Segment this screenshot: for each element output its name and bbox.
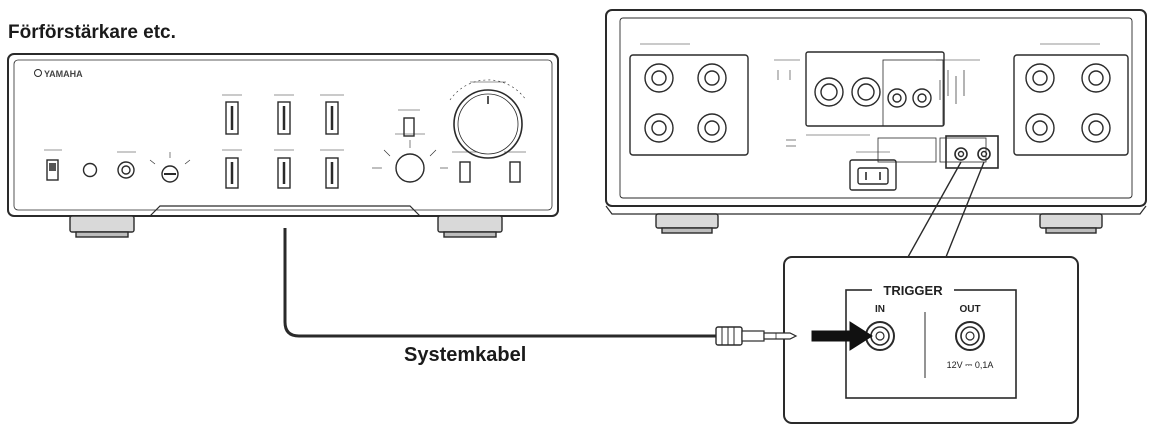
tone-slider-2 — [274, 94, 294, 135]
tone-slider-6 — [320, 149, 344, 189]
brand-logo-icon — [34, 69, 42, 77]
brand-logo-text: YAMAHA — [44, 69, 83, 79]
insert-arrow-icon — [811, 321, 873, 351]
audio-mute-switch — [459, 161, 471, 183]
input-section — [774, 51, 945, 136]
preamp-title: Förförstärkare etc. — [8, 22, 176, 43]
mode-switch — [403, 117, 415, 137]
preamp-foot-left — [69, 215, 135, 238]
speaker-switch — [509, 161, 521, 183]
power-amplifier-rear — [605, 9, 1147, 234]
trigger-out-label: OUT — [959, 304, 980, 315]
trigger-spec-label: 12V ⎓ 0,1A — [947, 360, 994, 370]
selector-knob-small — [149, 152, 191, 183]
trigger-in-label: IN — [875, 304, 885, 315]
tone-slider-5 — [274, 149, 294, 189]
tone-slider-4 — [222, 149, 242, 189]
rear-trigger-jacks — [945, 135, 999, 169]
callout-line-right — [945, 161, 985, 258]
cable-label: Systemkabel — [404, 344, 527, 366]
standby-indicator — [82, 162, 98, 178]
input-selector-knob — [372, 133, 448, 183]
system-cable — [283, 228, 798, 346]
ac-inlet — [849, 151, 897, 191]
tone-slider-1 — [222, 94, 242, 135]
preamp-foot-right — [437, 215, 503, 238]
headphone-jack — [117, 161, 135, 179]
tone-slider-3 — [320, 94, 344, 135]
trigger-out-jack: OUT 12V ⎓ 0,1A — [947, 304, 994, 370]
speaker-terminals-left — [629, 43, 749, 156]
callout-line-left — [907, 161, 962, 258]
poweramp-foot-right — [1039, 213, 1103, 234]
poweramp-foot-left — [655, 213, 719, 234]
preamplifier-front: YAMAHA — [7, 53, 559, 238]
volume-knob — [449, 79, 527, 159]
trigger-zoom-panel: TRIGGER IN OUT 12V ⎓ 0,1A — [783, 256, 1079, 424]
mode-switch-block — [877, 59, 987, 163]
speaker-terminals-right — [1013, 43, 1129, 156]
trigger-title: TRIGGER — [883, 283, 943, 298]
